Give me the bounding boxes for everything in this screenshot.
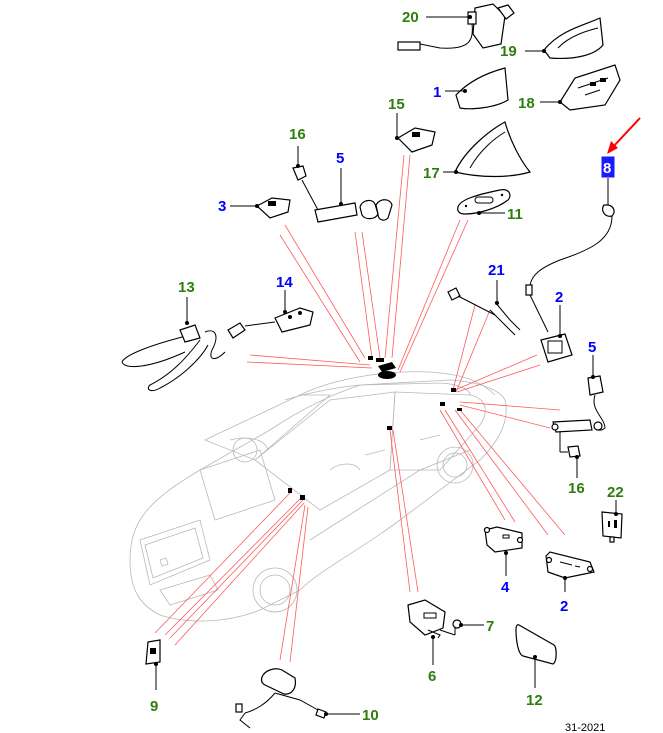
part-21-cable — [447, 280, 521, 336]
callout-16-lower: 16 — [568, 480, 585, 497]
part-8-antenna-lead — [525, 178, 615, 333]
callout-9: 9 — [150, 698, 158, 715]
part-5-amplifier-lower — [551, 355, 606, 433]
callout-8: 8 — [603, 160, 611, 177]
callout-10: 10 — [362, 707, 379, 724]
part-16-clip-lower — [559, 432, 581, 478]
callout-2-lower: 2 — [560, 598, 568, 615]
callout-2-upper: 2 — [555, 289, 563, 306]
callout-16-upper: 16 — [289, 126, 306, 143]
part-16-clip-upper — [292, 146, 319, 211]
callout-8-highlight-box — [601, 156, 615, 178]
callout-19: 19 — [500, 43, 517, 60]
part-10-gps-antenna — [235, 668, 360, 729]
callout-18: 18 — [518, 95, 535, 112]
part-15-module — [395, 113, 436, 153]
part-9-sensor — [145, 639, 161, 690]
callout-5-lower: 5 — [588, 339, 596, 356]
part-2-module-upper — [540, 305, 573, 363]
part-20-antenna-cable — [397, 3, 515, 51]
part-4-module — [483, 526, 524, 576]
part-3-module — [230, 197, 291, 219]
part-12-adhesive-pad — [515, 624, 557, 688]
part-5-amplifier-upper — [314, 168, 393, 223]
callout-20: 20 — [402, 9, 419, 26]
part-6-control-module — [407, 599, 456, 665]
highlight-arrow-icon — [607, 117, 641, 154]
callout-22: 22 — [607, 484, 624, 501]
callout-17: 17 — [423, 165, 440, 182]
callout-1: 1 — [433, 84, 441, 101]
location-leader-lines — [154, 154, 566, 663]
part-2-module-lower — [545, 551, 595, 592]
part-18-antenna-base — [540, 64, 621, 111]
part-7-nut — [452, 619, 484, 629]
diagram-reference-code: 31-2021 — [565, 722, 605, 733]
vehicle-outline — [129, 371, 507, 622]
callout-3: 3 — [218, 198, 226, 215]
callout-6: 6 — [428, 668, 436, 685]
callout-11: 11 — [507, 206, 523, 223]
callout-13: 13 — [178, 279, 195, 296]
part-11-gasket — [457, 189, 511, 215]
part-13-wiring-harness — [121, 297, 276, 392]
part-22-sensor — [601, 500, 623, 543]
callout-5-upper: 5 — [336, 150, 344, 167]
part-19-antenna-cover — [525, 17, 604, 60]
part-1-roof-antenna — [445, 67, 509, 110]
callout-4: 4 — [501, 579, 510, 596]
part-14-module — [274, 290, 314, 333]
callout-12: 12 — [526, 692, 543, 709]
callout-7: 7 — [486, 618, 494, 635]
callout-15: 15 — [388, 96, 405, 113]
callout-14: 14 — [276, 274, 293, 291]
callout-21: 21 — [488, 262, 505, 279]
location-markers — [288, 356, 462, 500]
part-17-shark-fin-antenna — [443, 121, 532, 178]
